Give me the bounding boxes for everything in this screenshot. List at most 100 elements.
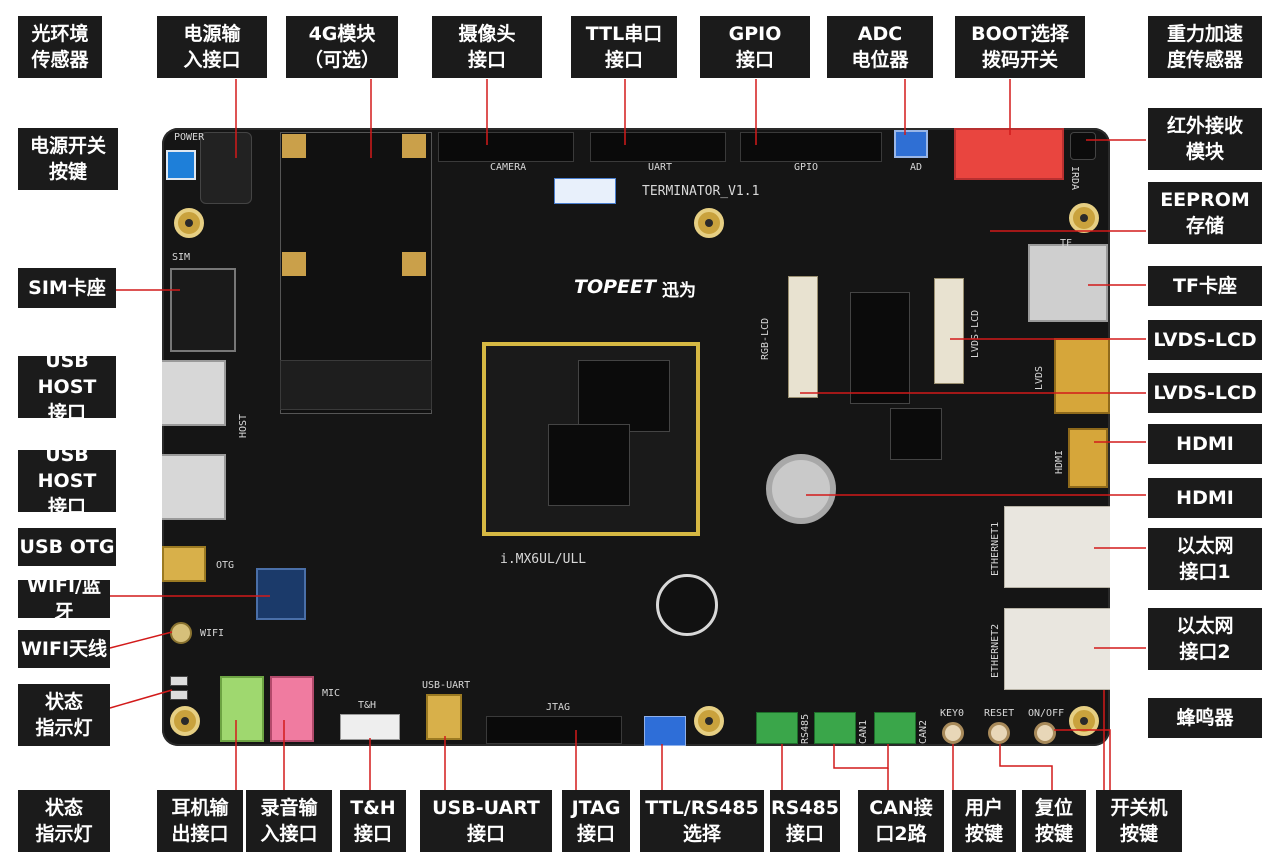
silk-camera: CAMERA xyxy=(490,162,527,173)
mounting-hole xyxy=(1069,706,1099,736)
silk-sim: SIM xyxy=(172,252,191,263)
onoff-button xyxy=(1034,722,1056,744)
ethernet-port-1 xyxy=(1004,506,1110,588)
label-jtag: JTAG 接口 xyxy=(562,790,630,852)
rgb-lcd-connector xyxy=(788,276,818,398)
label-lvds-lcd-1: LVDS-LCD xyxy=(1148,320,1262,360)
hdmi-port xyxy=(1068,428,1108,488)
mounting-hole xyxy=(174,208,204,238)
rs485-terminal xyxy=(756,712,798,744)
adc-potentiometer xyxy=(894,130,928,158)
silk-wifi: WIFI xyxy=(200,628,225,639)
wifi-module xyxy=(256,568,306,620)
pad xyxy=(402,252,426,276)
label-eeprom: EEPROM 存储 xyxy=(1148,182,1262,244)
label-power-input: 电源输 入接口 xyxy=(157,16,267,78)
silk-tf: TF xyxy=(1060,238,1073,249)
soc-chip xyxy=(548,424,630,506)
silk-onoff: ON/OFF xyxy=(1028,708,1065,719)
pad xyxy=(282,134,306,158)
silk-gpio: GPIO xyxy=(794,162,819,173)
label-gravity-sensor: 重力加速 度传感器 xyxy=(1148,16,1262,78)
usb-otg-port xyxy=(162,546,206,582)
silk-th: T&H xyxy=(358,700,377,711)
leader-line xyxy=(833,744,889,769)
silk-power: POWER xyxy=(174,132,205,143)
label-status-led-2: 状态 指示灯 xyxy=(18,790,110,852)
power-jack xyxy=(200,132,252,204)
label-hdmi-2: HDMI xyxy=(1148,478,1262,518)
status-led xyxy=(170,676,188,686)
leader-line xyxy=(109,631,173,649)
dev-board: POWER SIM HOST OTG WIFI MIC T&H CAMERA U… xyxy=(162,128,1110,746)
label-camera-port: 摄像头 接口 xyxy=(432,16,542,78)
buzzer xyxy=(656,574,718,636)
lvds-driver-chip xyxy=(850,292,910,404)
rtc-battery xyxy=(766,454,836,524)
label-4g-module: 4G模块 （可选） xyxy=(286,16,398,78)
reset-button xyxy=(988,722,1010,744)
soc-label: i.MX6UL/ULL xyxy=(500,552,587,567)
mounting-hole xyxy=(170,706,200,736)
gpio-header xyxy=(740,132,882,162)
brand-logo-cn: 迅为 xyxy=(662,281,696,301)
board-name: TERMINATOR_V1.1 xyxy=(642,184,760,199)
camera-header xyxy=(438,132,574,162)
ttl-rs485-jumpers xyxy=(644,716,686,746)
ethernet-port-2 xyxy=(1004,608,1110,690)
label-onoff-key: 开关机 按键 xyxy=(1096,790,1182,852)
label-headphone: 耳机输 出接口 xyxy=(157,790,243,852)
label-lvds-lcd-2: LVDS-LCD xyxy=(1148,373,1262,413)
silk-reset: RESET xyxy=(984,708,1015,719)
silk-ad: AD xyxy=(910,162,923,173)
label-ethernet-1: 以太网 接口1 xyxy=(1148,528,1262,590)
lvds-port xyxy=(1054,338,1110,414)
leader-line xyxy=(999,744,1053,790)
label-usb-host-2: USB HOST 接口 xyxy=(18,444,116,518)
label-gpio-port: GPIO 接口 xyxy=(700,16,810,78)
key0-button xyxy=(942,722,964,744)
jtag-header xyxy=(486,716,622,744)
silk-jtag: JTAG xyxy=(546,702,571,713)
boot-dip-switch xyxy=(954,128,1064,180)
label-usb-uart: USB-UART 接口 xyxy=(420,790,552,852)
mounting-hole xyxy=(694,208,724,238)
tf-slot xyxy=(1028,244,1108,322)
pad xyxy=(402,134,426,158)
label-adc-pot: ADC 电位器 xyxy=(827,16,933,78)
label-ttl-serial: TTL串口 接口 xyxy=(571,16,677,78)
silk-uart: UART xyxy=(648,162,673,173)
label-can: CAN接 口2路 xyxy=(858,790,944,852)
silk-key0: KEY0 xyxy=(940,708,965,719)
power-switch xyxy=(166,150,196,180)
leader-line xyxy=(109,689,173,709)
label-buzzer: 蜂鸣器 xyxy=(1148,698,1262,738)
label-reset-key: 复位 按键 xyxy=(1022,790,1086,852)
label-wifi-antenna: WIFI天线 xyxy=(18,630,110,668)
pad xyxy=(282,252,306,276)
can1-terminal xyxy=(814,712,856,744)
label-ir-receiver: 红外接收 模块 xyxy=(1148,108,1262,170)
label-ethernet-2: 以太网 接口2 xyxy=(1148,608,1262,670)
label-hdmi-1: HDMI xyxy=(1148,424,1262,464)
label-th-port: T&H 接口 xyxy=(340,790,406,852)
ir-receiver xyxy=(1070,132,1096,160)
sim-slot xyxy=(170,268,236,352)
label-wifi-bt: WIFI/蓝牙 xyxy=(18,575,110,623)
brand-logo: TOPEET xyxy=(574,276,656,298)
mini-pcie-slot xyxy=(280,360,432,410)
label-mic-input: 录音输 入接口 xyxy=(246,790,332,852)
label-rs485: RS485 接口 xyxy=(770,790,840,852)
label-power-switch: 电源开关 按键 xyxy=(18,128,118,190)
hdmi-chip xyxy=(890,408,942,460)
label-ttl-rs485: TTL/RS485 选择 xyxy=(640,790,764,852)
silk-otg: OTG xyxy=(216,560,235,571)
lvds-lcd-connector xyxy=(934,278,964,384)
leader-line xyxy=(1104,729,1111,790)
label-sim-slot: SIM卡座 xyxy=(18,268,116,308)
usb-uart-port xyxy=(426,694,462,740)
th-header xyxy=(340,714,400,740)
label-tf-slot: TF卡座 xyxy=(1148,266,1262,306)
label-usb-host-1: USB HOST 接口 xyxy=(18,350,116,424)
